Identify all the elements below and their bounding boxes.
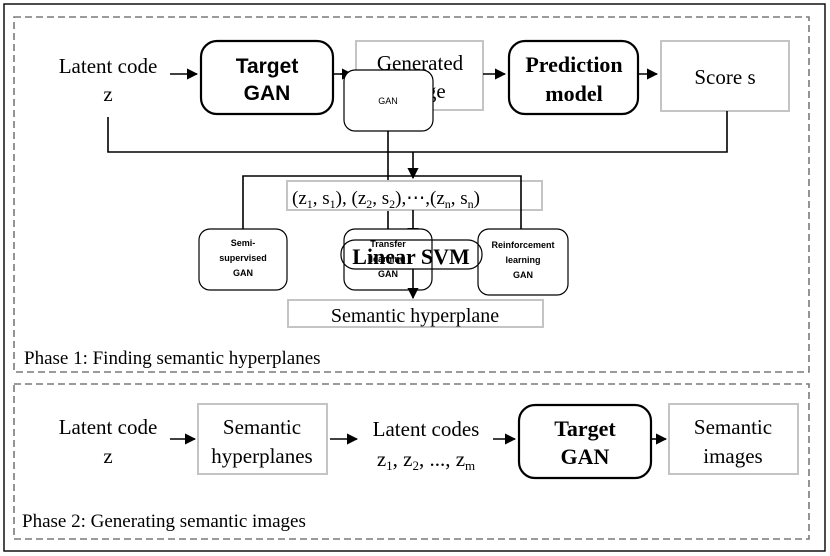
- linear-svm-label: Linear SVM: [352, 244, 470, 269]
- svg-text:Semantic: Semantic: [223, 415, 301, 439]
- svg-text:Transfer: Transfer: [370, 239, 406, 249]
- semi-supervised-gan-label: Semi- supervised GAN: [219, 238, 267, 278]
- svg-text:learning: learning: [505, 255, 540, 265]
- svg-text:z: z: [103, 444, 112, 468]
- phase1-target-gan-box: [199, 39, 335, 116]
- prediction-model-box: [507, 39, 640, 116]
- semantic-hyperplane-box: [287, 299, 544, 328]
- branch-line: [242, 175, 522, 229]
- phase1-title: Phase 1: Finding semantic hyperplanes: [24, 348, 321, 369]
- svg-text:Latent code: Latent code: [59, 415, 158, 439]
- svg-text:GAN: GAN: [233, 268, 253, 278]
- reinforcement-learning-gan-label: Reinforcement learning GAN: [491, 240, 554, 280]
- semantic-hyperplanes-label: Semantic hyperplanes: [211, 415, 312, 468]
- svg-text:Semi-: Semi-: [231, 238, 256, 248]
- svg-text:GAN: GAN: [561, 444, 610, 469]
- svg-text:Prediction: Prediction: [525, 52, 622, 77]
- phase2-panel: [13, 383, 810, 540]
- semantic-images-label: Semantic images: [694, 415, 772, 468]
- phase1-panel: [13, 16, 810, 373]
- phase1-latent-code: Latent code z: [59, 54, 158, 106]
- svg-text:GAN: GAN: [244, 82, 291, 105]
- svg-text:Latent codes: Latent codes: [373, 417, 480, 441]
- prediction-model-label: Prediction model: [525, 52, 622, 106]
- svg-text:Target: Target: [554, 416, 616, 441]
- svg-text:images: images: [703, 444, 762, 468]
- semantic-hyperplanes-box: [197, 403, 328, 475]
- phase2-title: Phase 2: Generating semantic images: [22, 511, 306, 532]
- score-box: [660, 40, 790, 112]
- semantic-images-box: [668, 403, 799, 475]
- pairs-box: [286, 180, 543, 211]
- outer-frame: [3, 3, 826, 552]
- phase2-target-gan-label: Target GAN: [554, 416, 616, 469]
- svg-text:model: model: [545, 81, 602, 106]
- svg-text:GAN: GAN: [513, 270, 533, 280]
- reinforcement-learning-gan-box: [477, 228, 569, 296]
- semi-supervised-gan-box: [198, 228, 288, 291]
- transfer-learning-gan-box: [343, 228, 433, 291]
- svg-text:z1, z2, ..., zm: z1, z2, ..., zm: [377, 447, 475, 473]
- linear-svm-box: [340, 239, 483, 270]
- svg-text:GAN: GAN: [378, 269, 398, 279]
- phase2-latent-code: Latent code z: [59, 415, 158, 468]
- svg-text:Target: Target: [236, 55, 299, 78]
- svg-text:Latent code: Latent code: [59, 54, 158, 78]
- collect-line: [107, 111, 728, 153]
- svg-text:supervised: supervised: [219, 253, 267, 263]
- score-label: Score s: [694, 65, 755, 89]
- pairs-label: (z1, s1), (z2, s2),⋯,(zn, sn): [292, 188, 480, 211]
- svg-text:z: z: [103, 82, 112, 106]
- svg-text:learning: learning: [370, 254, 405, 264]
- svg-text:Semantic: Semantic: [694, 415, 772, 439]
- svg-text:Reinforcement: Reinforcement: [491, 240, 554, 250]
- semantic-hyperplane-label: Semantic hyperplane: [331, 305, 499, 327]
- gan-overlay-label: GAN: [378, 96, 398, 106]
- svg-text:hyperplanes: hyperplanes: [211, 444, 312, 468]
- phase2-target-gan-box: [517, 403, 653, 480]
- transfer-learning-gan-label: Transfer learning GAN: [370, 239, 406, 279]
- latent-codes-label: Latent codes z1, z2, ..., zm: [373, 417, 480, 473]
- phase1-target-gan-label: Target GAN: [236, 55, 299, 105]
